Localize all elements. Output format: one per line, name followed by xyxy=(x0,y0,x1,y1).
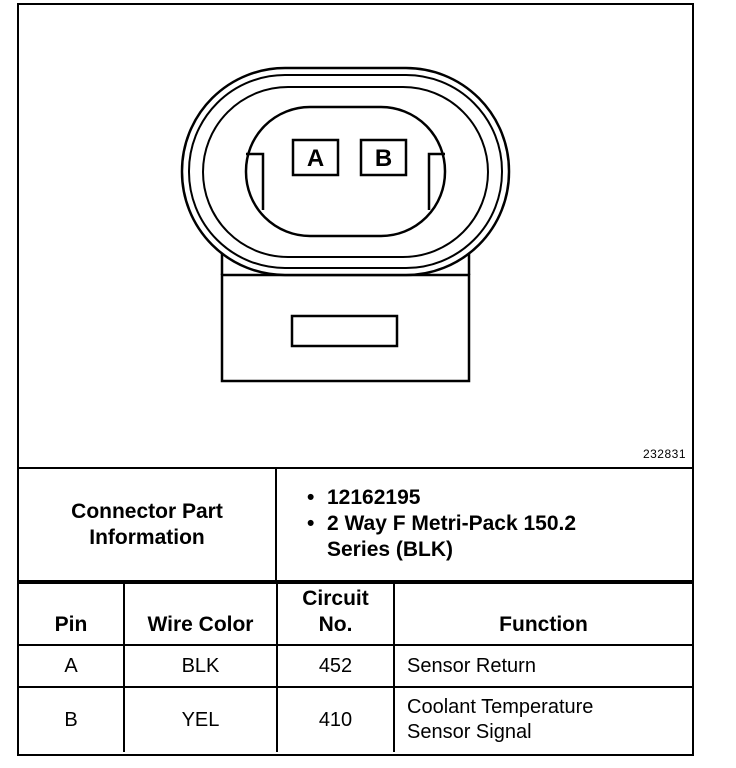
connector-drawing: A B xyxy=(180,66,511,383)
table-row: B YEL 410 Coolant Temperature Sensor Sig… xyxy=(19,686,692,752)
terminal-a-label: A xyxy=(307,145,324,172)
header-circuit-line: Circuit xyxy=(302,587,369,610)
shell-rim xyxy=(188,74,503,269)
function-cell: Coolant Temperature Sensor Signal xyxy=(393,686,692,752)
locking-tab-slot xyxy=(290,314,399,348)
header-circuit-line: No. xyxy=(318,613,353,636)
connector-info-item: • 2 Way F Metri-Pack 150.2 Series (BLK) xyxy=(307,511,692,563)
pin-table: Pin Wire Color Circuit No. Function A BL… xyxy=(19,582,692,752)
circuit-no-cell: 410 xyxy=(276,686,395,752)
connector-info-label-line: Information xyxy=(89,525,205,549)
terminal-a: A xyxy=(291,138,340,177)
connector-type: 2 Way F Metri-Pack 150.2 xyxy=(327,512,577,535)
terminal-b: B xyxy=(359,138,408,177)
wire-color-cell: YEL xyxy=(123,686,278,752)
wire-color-cell: BLK xyxy=(123,644,278,688)
connector-info-label-line: Connector Part xyxy=(71,499,223,523)
function-line: Sensor Signal xyxy=(407,721,532,743)
connector-info-item: • 12162195 xyxy=(307,485,692,511)
header-circuit-no: Circuit No. xyxy=(276,582,395,646)
terminal-cavity-opening xyxy=(244,105,447,238)
header-function: Function xyxy=(393,582,692,646)
bullet-icon: • xyxy=(307,512,315,535)
terminal-b-label: B xyxy=(375,145,392,172)
shell-inner-rim xyxy=(202,86,489,258)
circuit-no-cell: 452 xyxy=(276,644,395,688)
header-wire-color: Wire Color xyxy=(123,582,278,646)
pin-cell: B xyxy=(19,686,125,752)
part-number: 12162195 xyxy=(327,486,421,509)
figure-id: 232831 xyxy=(642,447,686,461)
bullet-icon: • xyxy=(307,486,315,509)
pin-table-header: Pin Wire Color Circuit No. Function xyxy=(19,582,692,646)
left-key-notch xyxy=(246,152,265,210)
function-cell: Sensor Return xyxy=(393,644,692,688)
connector-series: Series (BLK) xyxy=(327,538,454,561)
function-line: Coolant Temperature xyxy=(407,696,594,718)
connector-sheet: A B 232831 Connector Part Information • … xyxy=(17,3,694,756)
connector-info-values: • 12162195 • 2 Way F Metri-Pack 150.2 Se… xyxy=(277,469,692,582)
connector-figure: A B 232831 xyxy=(19,5,692,469)
table-row: A BLK 452 Sensor Return xyxy=(19,644,692,688)
right-key-notch xyxy=(427,152,445,210)
pin-cell: A xyxy=(19,644,125,688)
header-pin: Pin xyxy=(19,582,125,646)
connector-info-label: Connector Part Information xyxy=(19,469,277,582)
